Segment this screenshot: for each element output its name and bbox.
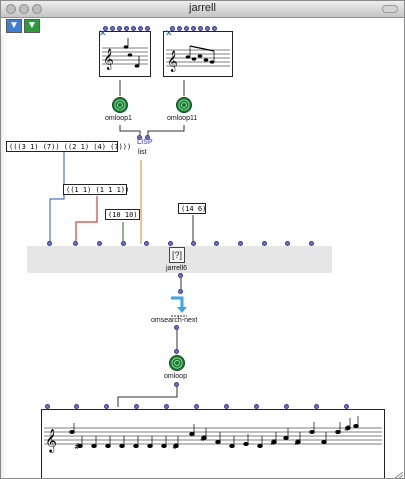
score-box-left[interactable]: 𝄞 bbox=[99, 31, 151, 77]
svg-text:#: # bbox=[74, 442, 81, 451]
omsearch-icon[interactable] bbox=[169, 296, 189, 318]
omloop11-icon[interactable] bbox=[176, 97, 192, 113]
inlet[interactable] bbox=[224, 404, 229, 409]
arrow-down-blue-icon[interactable]: ▼ bbox=[6, 19, 22, 33]
omloop11-label: omloop11 bbox=[167, 115, 198, 122]
inlet[interactable] bbox=[178, 289, 183, 294]
inlet[interactable] bbox=[238, 241, 243, 246]
inlet[interactable] bbox=[97, 241, 102, 246]
list-value-box-2[interactable]: ((1 1) (1 1 1)) bbox=[63, 184, 129, 195]
inlet[interactable] bbox=[194, 404, 199, 409]
wire-omloop11-to-list bbox=[147, 125, 185, 138]
inlet[interactable] bbox=[205, 26, 210, 31]
lisp-icon[interactable]: LISP bbox=[137, 139, 153, 146]
inlet[interactable] bbox=[184, 26, 189, 31]
jarrell-label: jarrell6 bbox=[166, 265, 188, 272]
minimize-window-icon[interactable] bbox=[19, 4, 29, 14]
list-label: list bbox=[138, 149, 147, 156]
inlet[interactable] bbox=[284, 404, 289, 409]
inlet[interactable] bbox=[170, 26, 175, 31]
inlet[interactable] bbox=[134, 404, 139, 409]
lock-x-icon[interactable]: ✕ bbox=[165, 28, 173, 38]
inlet[interactable] bbox=[214, 241, 219, 246]
inlet[interactable] bbox=[198, 26, 203, 31]
svg-text:𝄞: 𝄞 bbox=[167, 51, 178, 72]
resize-grip-icon[interactable] bbox=[392, 471, 404, 479]
outlet[interactable] bbox=[178, 273, 183, 278]
inlet[interactable] bbox=[74, 404, 79, 409]
inlet[interactable] bbox=[47, 241, 52, 246]
wire-omloop-to-score bbox=[117, 385, 178, 407]
svg-text:#: # bbox=[200, 434, 207, 443]
list-value-box-1[interactable]: (((3 1) (7)) ((2 1) (4) (7))) bbox=[6, 141, 131, 152]
list-value-box-4[interactable]: (14 6) bbox=[178, 203, 206, 214]
close-window-icon[interactable] bbox=[6, 4, 16, 14]
score-staff-left: 𝄞 bbox=[102, 38, 148, 70]
svg-text:#: # bbox=[294, 438, 301, 447]
inlet[interactable] bbox=[309, 241, 314, 246]
inlet[interactable] bbox=[344, 404, 349, 409]
inlet[interactable] bbox=[103, 26, 108, 31]
window-title: jarrell bbox=[189, 2, 216, 14]
score-staff-bottom: 𝄞 bbox=[44, 416, 382, 453]
inlet[interactable] bbox=[164, 404, 169, 409]
score-box-right[interactable]: 𝄞 bbox=[163, 31, 233, 77]
omloop-label: omloop bbox=[164, 373, 187, 380]
inlet[interactable] bbox=[104, 404, 109, 409]
inlet[interactable] bbox=[124, 26, 129, 31]
inlet[interactable] bbox=[45, 404, 50, 409]
inlet[interactable] bbox=[285, 241, 290, 246]
svg-text:𝄞: 𝄞 bbox=[103, 49, 114, 70]
omsearch-label: omsearch-next bbox=[151, 317, 198, 324]
jarrell-patch-icon[interactable]: [?] bbox=[169, 247, 185, 263]
zoom-window-icon[interactable] bbox=[32, 4, 42, 14]
arrow-down-green-icon[interactable]: ▼ bbox=[24, 19, 40, 33]
score-box-bottom[interactable]: 𝄞 bbox=[41, 409, 385, 478]
svg-text:𝄞: 𝄞 bbox=[45, 428, 57, 453]
svg-text:#: # bbox=[270, 438, 277, 447]
inlet[interactable] bbox=[73, 241, 78, 246]
inlet[interactable] bbox=[144, 241, 149, 246]
left-margin bbox=[1, 35, 7, 478]
inlet[interactable] bbox=[212, 26, 217, 31]
inlet[interactable] bbox=[110, 26, 115, 31]
omloop-icon[interactable] bbox=[169, 355, 185, 371]
svg-text:#: # bbox=[344, 424, 351, 433]
inlet[interactable] bbox=[131, 26, 136, 31]
inlet[interactable] bbox=[145, 135, 150, 140]
inlet[interactable] bbox=[314, 404, 319, 409]
title-bar[interactable]: jarrell bbox=[1, 1, 404, 18]
inlet[interactable] bbox=[174, 349, 179, 354]
inlet[interactable] bbox=[191, 26, 196, 31]
wire-blue bbox=[49, 152, 65, 244]
toolbar-toggle-icon[interactable] bbox=[382, 5, 398, 13]
inlet[interactable] bbox=[191, 241, 196, 246]
omloop1-icon[interactable] bbox=[112, 97, 128, 113]
inlet[interactable] bbox=[145, 26, 150, 31]
inlet[interactable] bbox=[168, 241, 173, 246]
inlet[interactable] bbox=[262, 241, 267, 246]
inlet[interactable] bbox=[138, 26, 143, 31]
inlet[interactable] bbox=[117, 26, 122, 31]
omloop1-label: omloop1 bbox=[105, 115, 132, 122]
lock-x-icon[interactable]: ✕ bbox=[99, 28, 107, 38]
inlet[interactable] bbox=[177, 26, 182, 31]
list-value-box-3[interactable]: (10 10) bbox=[105, 209, 140, 220]
wire-omloop1-to-list bbox=[119, 125, 141, 138]
svg-text:#: # bbox=[172, 442, 179, 451]
inlet[interactable] bbox=[254, 404, 259, 409]
wire-red bbox=[75, 196, 98, 244]
outlet[interactable] bbox=[174, 382, 179, 387]
score-staff-right: 𝄞 bbox=[166, 45, 230, 72]
inlet[interactable] bbox=[137, 135, 142, 140]
outlet[interactable] bbox=[174, 325, 179, 330]
inlet[interactable] bbox=[121, 241, 126, 246]
